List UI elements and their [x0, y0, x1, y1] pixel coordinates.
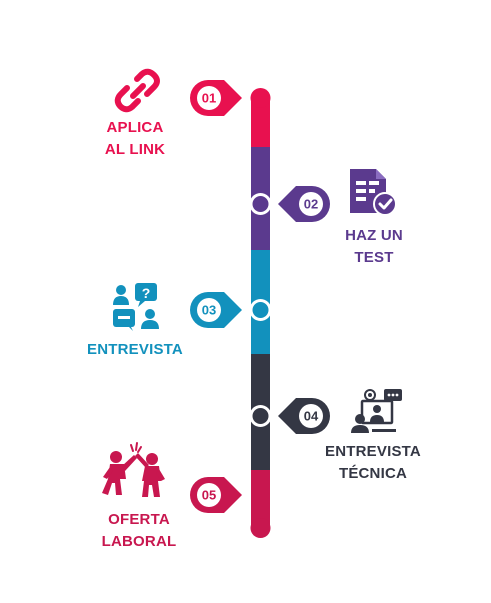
- step-label-02: HAZ UN TEST: [314, 225, 434, 269]
- step-badge-03: 03: [190, 292, 242, 328]
- step-number-03: 03: [202, 303, 216, 318]
- interview-icon: ?: [113, 283, 159, 331]
- step-badge-02: 02: [278, 186, 330, 222]
- step-label-04: ENTREVISTA TÉCNICA: [308, 441, 438, 485]
- step-label-02-line-2: TEST: [354, 249, 394, 266]
- step-number-02: 02: [304, 197, 318, 212]
- video-call-icon: [351, 389, 402, 433]
- step-label-01-line-2: AL LINK: [104, 141, 166, 158]
- step-number-05: 05: [202, 488, 216, 503]
- timeline-node-3: [249, 299, 272, 321]
- celebration-icon: [102, 442, 165, 497]
- step-label-04-line-1: ENTREVISTA: [325, 443, 421, 460]
- step-label-03: ENTREVISTA: [70, 339, 200, 361]
- step-badge-04: 04: [278, 398, 330, 434]
- step-label-03-line-1: ENTREVISTA: [87, 341, 183, 358]
- step-label-05: OFERTA LABORAL: [84, 509, 194, 553]
- document-check-icon: [350, 169, 397, 216]
- link-icon: [114, 68, 160, 113]
- timeline-segment-5: [251, 470, 270, 530]
- step-label-05-line-2: LABORAL: [101, 533, 177, 550]
- step-label-05-line-1: OFERTA: [108, 511, 170, 528]
- step-number-04: 04: [304, 409, 319, 424]
- timeline-node-4: [249, 405, 272, 427]
- step-number-01: 01: [202, 91, 216, 106]
- timeline-node-5: [250, 518, 271, 538]
- step-label-04-line-2: TÉCNICA: [338, 465, 408, 482]
- step-badge-01: 01: [190, 80, 242, 116]
- step-label-02-line-1: HAZ UN: [345, 227, 403, 244]
- step-label-01-line-1: APLICA: [106, 119, 164, 136]
- step-badge-05: 05: [190, 477, 242, 513]
- timeline-node-1: [250, 88, 271, 108]
- timeline-node-2: [249, 193, 272, 215]
- timeline-segment-1: [251, 97, 270, 147]
- svg-text:?: ?: [142, 285, 151, 301]
- step-label-01: APLICA AL LINK: [80, 117, 190, 161]
